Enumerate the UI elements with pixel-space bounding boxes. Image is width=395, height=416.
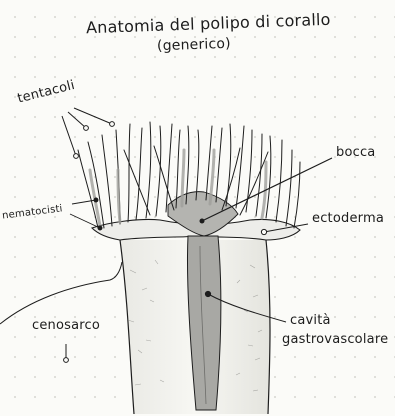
- diagram-subtitle: (generico): [157, 36, 231, 55]
- mouth-opening: [200, 219, 205, 224]
- cenosarco-line: [0, 262, 122, 362]
- label-ectoderma: ectoderma: [312, 211, 384, 226]
- tentacoli-pointer: [62, 108, 114, 158]
- label-cavita: cavità: [290, 313, 331, 328]
- label-cenosarco: cenosarco: [32, 318, 100, 333]
- label-bocca: bocca: [336, 145, 375, 160]
- label-gastrovascolare: gastrovascolare: [282, 332, 388, 347]
